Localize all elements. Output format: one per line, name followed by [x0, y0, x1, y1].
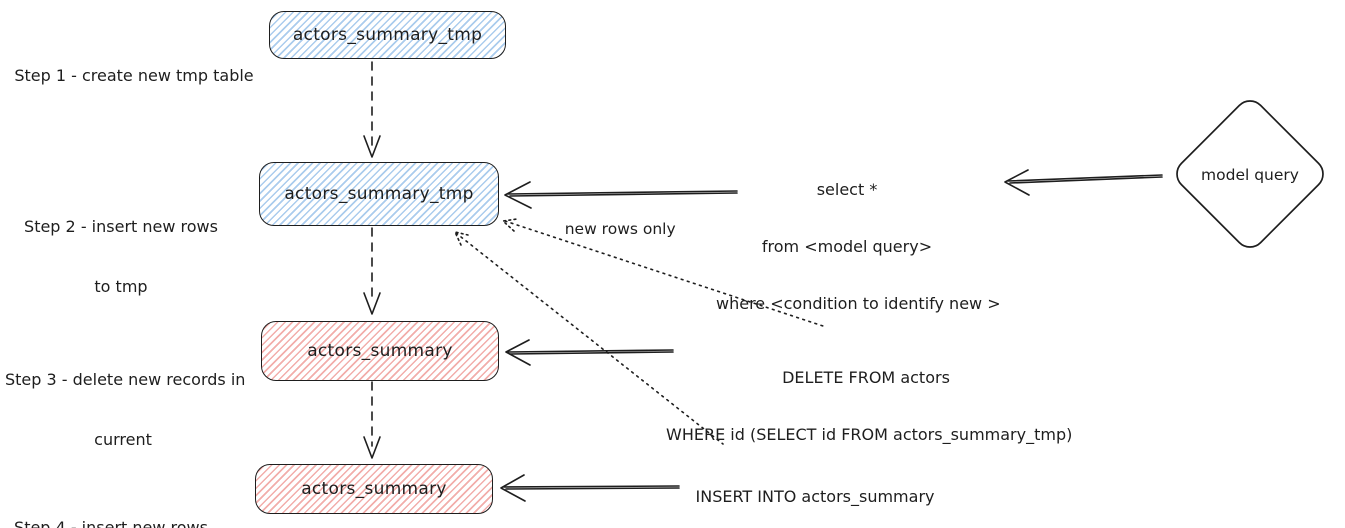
dotted-line-delete-ref — [502, 218, 827, 328]
select-query-text: select * from <model query> where <condi… — [716, 142, 1001, 351]
arrow-insert-into-actors — [500, 474, 680, 502]
node-label: actors_summary — [301, 479, 447, 499]
new-rows-only-label: new rows only — [564, 220, 676, 238]
step2-label-line2: to tmp — [94, 277, 148, 296]
model-query-diamond — [1176, 100, 1324, 248]
step2-label: Step 2 - insert new rows to tmp — [10, 177, 232, 337]
node-actors-summary-tmp-step1: actors_summary_tmp — [269, 11, 506, 59]
arrow-model-query-to-select — [1004, 169, 1163, 196]
node-actors-summary-step3: actors_summary — [261, 321, 499, 381]
step1-label-line1: Step 1 - create new tmp table — [14, 66, 254, 85]
dotted-line-insert-ref — [454, 231, 724, 445]
insert-sql-text: INSERT INTO actors_summary SELECT * FROM… — [674, 449, 956, 528]
insert-sql-line1: INSERT INTO actors_summary — [695, 487, 935, 506]
select-query-line1: select * — [816, 180, 878, 199]
select-query-line3: where <condition to identify new > — [716, 294, 1001, 313]
node-actors-summary-step4: actors_summary — [255, 464, 493, 514]
step3-label-line1: Step 3 - delete new records in — [5, 370, 246, 389]
dashed-arrow-step3-step4 — [363, 381, 381, 459]
select-query-line2: from <model query> — [761, 237, 933, 256]
arrow-delete-into-current — [505, 339, 674, 366]
arrow-new-rows-into-tmp — [504, 181, 738, 209]
dashed-arrow-step2-step3 — [363, 227, 381, 315]
step4-label: Step 4 - insert new rows into actors — [5, 478, 217, 528]
step3-label: Step 3 - delete new records in current — [5, 330, 246, 490]
step3-label-line2: current — [94, 430, 152, 449]
node-label: actors_summary — [307, 341, 453, 361]
node-actors-summary-tmp-step2: actors_summary_tmp — [259, 162, 499, 226]
model-query-label: model query — [1201, 166, 1299, 184]
delete-sql-text: DELETE FROM actors WHERE id (SELECT id F… — [666, 330, 1073, 482]
step4-label-line1: Step 4 - insert new rows — [14, 518, 208, 528]
node-label: actors_summary_tmp — [292, 25, 483, 45]
delete-sql-line1: DELETE FROM actors — [782, 368, 950, 387]
step2-label-line1: Step 2 - insert new rows — [24, 217, 218, 236]
node-label: actors_summary_tmp — [284, 184, 474, 204]
delete-sql-line2: WHERE id (SELECT id FROM actors_summary_… — [666, 425, 1073, 444]
dashed-arrow-step1-step2 — [363, 61, 381, 158]
step1-label: Step 1 - create new tmp table — [8, 26, 260, 126]
